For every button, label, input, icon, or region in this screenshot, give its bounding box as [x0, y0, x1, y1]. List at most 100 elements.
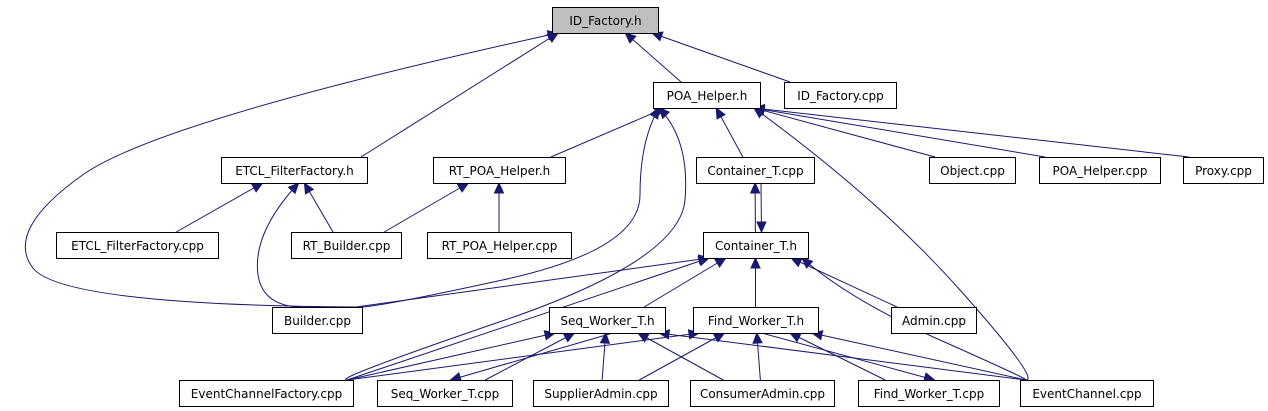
node-container-t-cpp[interactable]: Container_T.cpp — [696, 157, 815, 184]
edge-find_worker_t_h-to-container_t_h — [750, 256, 761, 307]
node-label: ConsumerAdmin.cpp — [700, 387, 825, 401]
node-box — [291, 232, 402, 259]
edge-builder_cpp-to-poa_helper_h — [355, 106, 660, 308]
edge-line — [383, 182, 469, 233]
edge-line — [550, 107, 666, 158]
arrowhead-icon — [649, 106, 660, 120]
node-box — [693, 307, 819, 334]
edge-line — [639, 332, 725, 381]
edge-line — [355, 107, 660, 308]
node-label: Proxy.cpp — [1195, 164, 1252, 178]
node-builder-cpp[interactable]: Builder.cpp — [272, 307, 363, 334]
edge-line — [346, 332, 556, 381]
edge-proxy_cpp-to-poa_helper_h — [752, 103, 1190, 158]
node-box — [56, 232, 219, 259]
node-seq-worker-t-cpp[interactable]: Seq_Worker_T.cpp — [377, 380, 513, 407]
edge-builder_cpp-to-etcl_filterfactory_h — [256, 182, 312, 308]
node-poa-helper-h[interactable]: POA_Helper.h — [653, 82, 761, 109]
node-label: EventChannel.cpp — [1032, 387, 1141, 401]
arrowhead-icon — [789, 332, 802, 343]
edge-poa_helper_h-to-id_factory_h — [624, 32, 682, 83]
node-label: Seq_Worker_T.h — [560, 314, 654, 328]
node-admin-cpp[interactable]: Admin.cpp — [891, 307, 977, 334]
arrowhead-icon — [456, 182, 470, 193]
node-box — [377, 380, 513, 407]
node-label: POA_Helper.h — [667, 89, 748, 103]
node-consumeradmin-cpp[interactable]: ConsumerAdmin.cpp — [690, 380, 835, 407]
node-box — [433, 157, 566, 184]
edge-line — [753, 107, 1190, 158]
edge-line — [789, 332, 886, 381]
node-label: Admin.cpp — [902, 314, 966, 328]
node-box — [179, 380, 354, 407]
node-seq-worker-t-h[interactable]: Seq_Worker_T.h — [549, 307, 666, 334]
arrowhead-icon — [658, 107, 671, 120]
node-box — [1039, 157, 1161, 184]
node-box — [929, 157, 1016, 184]
node-label: POA_Helper.cpp — [1053, 164, 1148, 178]
edge-supplieradmin_cpp-to-seq_worker_t_h — [599, 331, 611, 381]
node-rt-poa-helper-h[interactable]: RT_POA_Helper.h — [433, 157, 566, 184]
node-box — [272, 307, 363, 334]
edge-line — [256, 182, 312, 308]
arrowhead-icon — [624, 32, 637, 44]
node-box — [549, 307, 666, 334]
edge-line — [753, 107, 1029, 381]
edge-eventchannel_cpp-to-poa_helper_h — [753, 107, 1029, 381]
arrowhead-icon — [599, 331, 611, 344]
arrowhead-icon — [789, 257, 803, 268]
node-label: RT_Builder.cpp — [303, 239, 391, 253]
node-etcl-filterfactory-cpp[interactable]: ETCL_FilterFactory.cpp — [56, 232, 219, 259]
node-container-t-h[interactable]: Container_T.h — [703, 232, 809, 259]
node-label: SupplierAdmin.cpp — [544, 387, 657, 401]
node-box — [1020, 380, 1154, 407]
edge-builder_cpp-to-container_t_h — [355, 254, 711, 308]
edge-line — [360, 32, 559, 158]
edge-line — [753, 107, 1046, 158]
node-label: Object.cpp — [940, 164, 1005, 178]
node-proxy-cpp[interactable]: Proxy.cpp — [1183, 157, 1264, 184]
node-find-worker-t-cpp[interactable]: Find_Worker_T.cpp — [858, 380, 1000, 407]
arrowhead-icon — [562, 332, 576, 343]
node-label: Find_Worker_T.h — [708, 314, 804, 328]
node-eventchannelfactory-cpp[interactable]: EventChannelFactory.cpp — [179, 380, 354, 407]
node-label: Find_Worker_T.cpp — [874, 387, 984, 401]
edges-layer — [24, 30, 1190, 383]
node-box — [891, 307, 977, 334]
edge-eventchannel_cpp-to-container_t_h — [801, 257, 1027, 381]
edge-line — [346, 257, 710, 381]
edge-line — [658, 332, 1027, 381]
node-label: EventChannelFactory.cpp — [191, 387, 342, 401]
edge-line — [346, 332, 700, 381]
edge-find_worker_t_cpp-to-find_worker_t_h — [789, 332, 886, 381]
node-object-cpp[interactable]: Object.cpp — [929, 157, 1016, 184]
edge-line — [753, 107, 936, 158]
edge-line — [651, 32, 791, 83]
edge-object_cpp-to-poa_helper_h — [752, 105, 936, 158]
node-rt-poa-helper-cpp[interactable]: RT_POA_Helper.cpp — [427, 232, 572, 259]
edge-container_t_cpp-to-poa_helper_h — [715, 106, 744, 158]
node-id-factory-cpp[interactable]: ID_Factory.cpp — [784, 82, 897, 109]
node-rt-builder-cpp[interactable]: RT_Builder.cpp — [291, 232, 402, 259]
arrowhead-icon — [750, 256, 761, 269]
node-etcl-filterfactory-h[interactable]: ETCL_FilterFactory.h — [221, 157, 368, 184]
node-label: Seq_Worker_T.cpp — [391, 387, 499, 401]
node-label: ETCL_FilterFactory.h — [235, 164, 354, 178]
node-find-worker-t-h[interactable]: Find_Worker_T.h — [693, 307, 819, 334]
node-supplieradmin-cpp[interactable]: SupplierAdmin.cpp — [533, 380, 669, 407]
edge-line — [24, 32, 559, 308]
arrowhead-icon — [715, 106, 726, 120]
node-eventchannel-cpp[interactable]: EventChannel.cpp — [1020, 380, 1154, 407]
arrowhead-icon — [250, 182, 264, 193]
edge-line — [643, 257, 727, 308]
node-label: ID_Factory.cpp — [797, 89, 884, 103]
node-label: RT_POA_Helper.h — [449, 164, 550, 178]
edge-line — [811, 332, 1027, 381]
arrowhead-icon — [756, 221, 767, 234]
edge-line — [801, 257, 1027, 381]
node-id-factory-h: ID_Factory.h — [552, 7, 659, 34]
node-poa-helper-cpp[interactable]: POA_Helper.cpp — [1039, 157, 1161, 184]
edge-supplieradmin_cpp-to-find_worker_t_h — [639, 332, 726, 381]
edge-eventchannelfactory_cpp-to-poa_helper_h — [345, 107, 687, 381]
